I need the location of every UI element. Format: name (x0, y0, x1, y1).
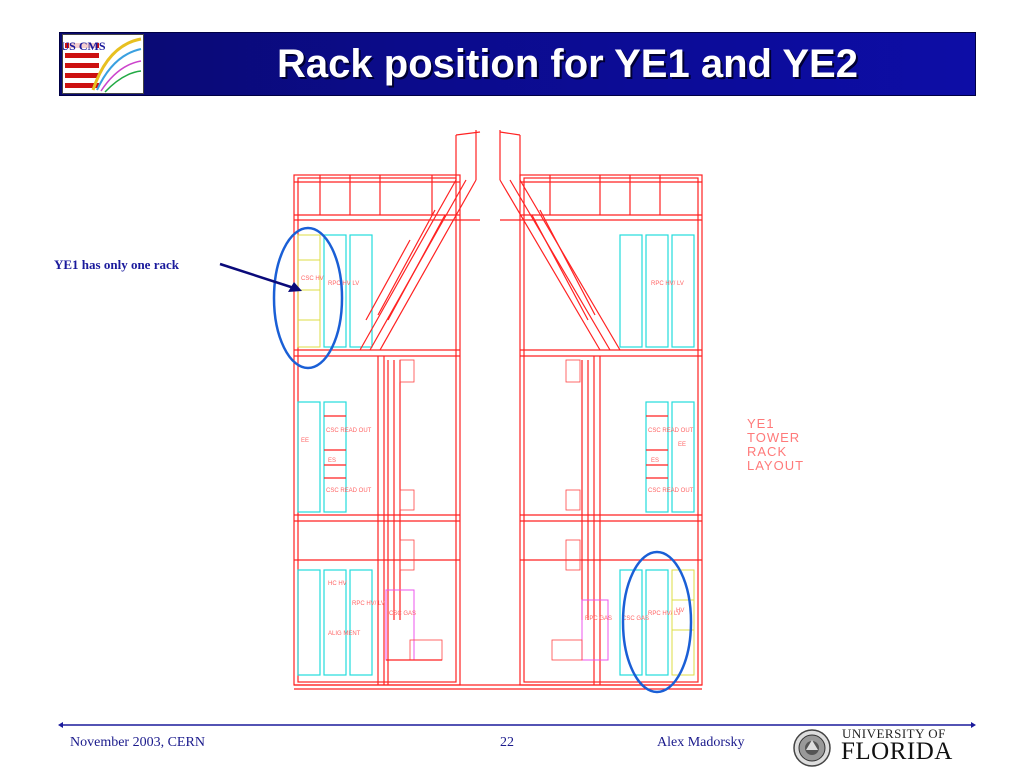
rack-label-left-csc-gas: CSC GAS (389, 611, 416, 617)
annotation-text: YE1 has only one rack (54, 257, 179, 272)
rack-label-left-csc-hv: CSC HV (301, 276, 324, 282)
rack-label-right-csc-gas: CSC GAS (622, 616, 649, 622)
rack-label-right-hv: HV (676, 608, 684, 614)
rack-label-right-csc-readout: CSC READ OUT (648, 428, 694, 434)
caption-line-2: TOWER (747, 430, 801, 445)
rack-label-left-rpc-hvlv: RPC HV LV (328, 281, 359, 287)
slide-title: Rack position for YE1 and YE2 (277, 42, 858, 86)
university-name-line2: FLORIDA (841, 738, 953, 765)
university-seal-icon (793, 729, 831, 767)
caption-line-1: YE1 (747, 416, 775, 431)
footer-divider (58, 722, 976, 728)
drawing-caption: YE1 TOWER RACK LAYOUT (747, 417, 804, 473)
us-cms-logo: US CMS (60, 34, 144, 94)
rack-label-left-es: ES (328, 458, 336, 464)
rack-layout-drawing: CSC HV RPC HV LV EE CSC READ OUT ES CSC … (272, 130, 703, 694)
caption-line-4: LAYOUT (747, 458, 805, 473)
rack-label-right-ee: EE (678, 442, 686, 448)
highlight-ellipse-ye1 (272, 226, 344, 370)
rack-label-left-rpc-hvlv-bottom: RPC HV/ LV (352, 601, 385, 607)
logo-text: US CMS (63, 39, 106, 53)
annotation-arrow (219, 262, 302, 292)
rack-label-left-ee: EE (301, 438, 309, 444)
university-name-line1: UNIVERSITY OF (842, 726, 946, 741)
highlight-ellipse-ye2 (621, 550, 693, 694)
right-tower: RPC HV/ LV CSC READ OUT EE ES CSC READ O… (499, 130, 703, 690)
title-bar: Rack position for YE1 and YE2 (59, 32, 976, 96)
footer-page-number: 22 (500, 735, 514, 750)
caption-line-3: RACK (747, 444, 788, 459)
rack-label-right-es: ES (651, 458, 659, 464)
rack-label-left-alignment: ALIG MENT (328, 631, 361, 637)
rack-label-left-csc-readout-2: CSC READ OUT (326, 488, 372, 494)
footer-date: November 2003, CERN (70, 735, 205, 750)
rack-label-left-csc-readout: CSC READ OUT (326, 428, 372, 434)
left-tower: CSC HV RPC HV LV EE CSC READ OUT ES CSC … (293, 130, 500, 690)
rack-label-right-rpc-hvlv-bottom: RPC HV/ LV (648, 611, 681, 617)
rack-label-left-hc-hv: HC HV (328, 581, 347, 587)
footer-author: Alex Madorsky (657, 735, 745, 750)
us-cms-logo-graphic: US CMS (60, 35, 143, 93)
rack-label-right-rpc-gas: RPC GAS (585, 616, 612, 622)
rack-label-right-csc-readout-2: CSC READ OUT (648, 488, 694, 494)
rack-label-right-rpc-hvlv: RPC HV/ LV (651, 281, 684, 287)
